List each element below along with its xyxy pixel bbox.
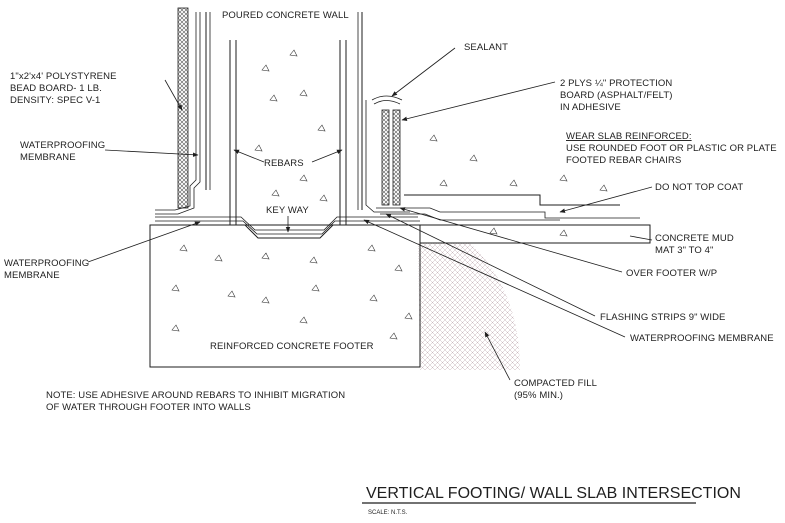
aggregate-marks (171, 49, 608, 340)
drawing-title: VERTICAL FOOTING/ WALL SLAB INTERSECTION (366, 485, 741, 502)
label-key-way: KEY WAY (266, 205, 309, 216)
note-line-1: NOTE: USE ADHESIVE AROUND REBARS TO INHI… (46, 390, 345, 401)
label-concrete-mud-1: CONCRETE MUD (655, 233, 734, 244)
label-wp-left-2: MEMBRANE (4, 270, 60, 281)
protection-board-2 (392, 109, 401, 206)
polystyrene-board (177, 7, 189, 209)
label-wp-right: WATERPROOFING MEMBRANE (630, 333, 774, 344)
label-wp-left-1: WATERPROOFING (4, 258, 89, 269)
drawing-scale: SCALE: N.T.S. (368, 510, 408, 516)
label-wear-slab-3: FOOTED REBAR CHAIRS (566, 155, 681, 166)
label-polystyrene-1: 1"x2'x4' POLYSTYRENE (10, 71, 117, 82)
label-wp-upper-1: WATERPROOFING (20, 140, 105, 151)
concrete-mud-mat (419, 224, 651, 244)
label-fill-1: COMPACTED FILL (514, 378, 597, 389)
concrete-wall (205, 12, 363, 225)
label-protection-1: 2 PLYS ¼" PROTECTION (560, 78, 672, 89)
label-sealant: SEALANT (464, 42, 508, 53)
label-polystyrene-2: BEAD BOARD- 1 LB. (10, 83, 102, 94)
label-wear-slab-1: WEAR SLAB REINFORCED: (566, 131, 692, 142)
label-poured-wall: POURED CONCRETE WALL (222, 10, 349, 21)
concrete-footer (149, 224, 421, 368)
label-concrete-mud-2: MAT 3" TO 4" (655, 245, 713, 256)
label-protection-3: IN ADHESIVE (560, 102, 621, 113)
key-way (229, 224, 343, 239)
label-rebars: REBARS (264, 158, 304, 169)
label-protection-2: BOARD (ASPHALT/FELT) (560, 90, 673, 101)
label-no-top-coat: DO NOT TOP COAT (655, 182, 743, 193)
protection-board-1 (381, 109, 390, 206)
label-wear-slab-2: USE ROUNDED FOOT OR PLASTIC OR PLATE (566, 143, 777, 154)
label-polystyrene-3: DENSITY: SPEC V-1 (10, 95, 100, 106)
label-flashing: FLASHING STRIPS 9" WIDE (600, 312, 726, 323)
leader-lines (87, 47, 653, 381)
label-fill-2: (95% MIN.) (514, 390, 563, 401)
compacted-fill (418, 243, 520, 370)
label-over-footer: OVER FOOTER W/P (626, 268, 717, 279)
label-footer: REINFORCED CONCRETE FOOTER (210, 341, 374, 352)
note-line-2: OF WATER THROUGH FOOTER INTO WALLS (46, 402, 251, 413)
label-wp-upper-2: MEMBRANE (20, 152, 76, 163)
wear-slab (404, 194, 620, 206)
